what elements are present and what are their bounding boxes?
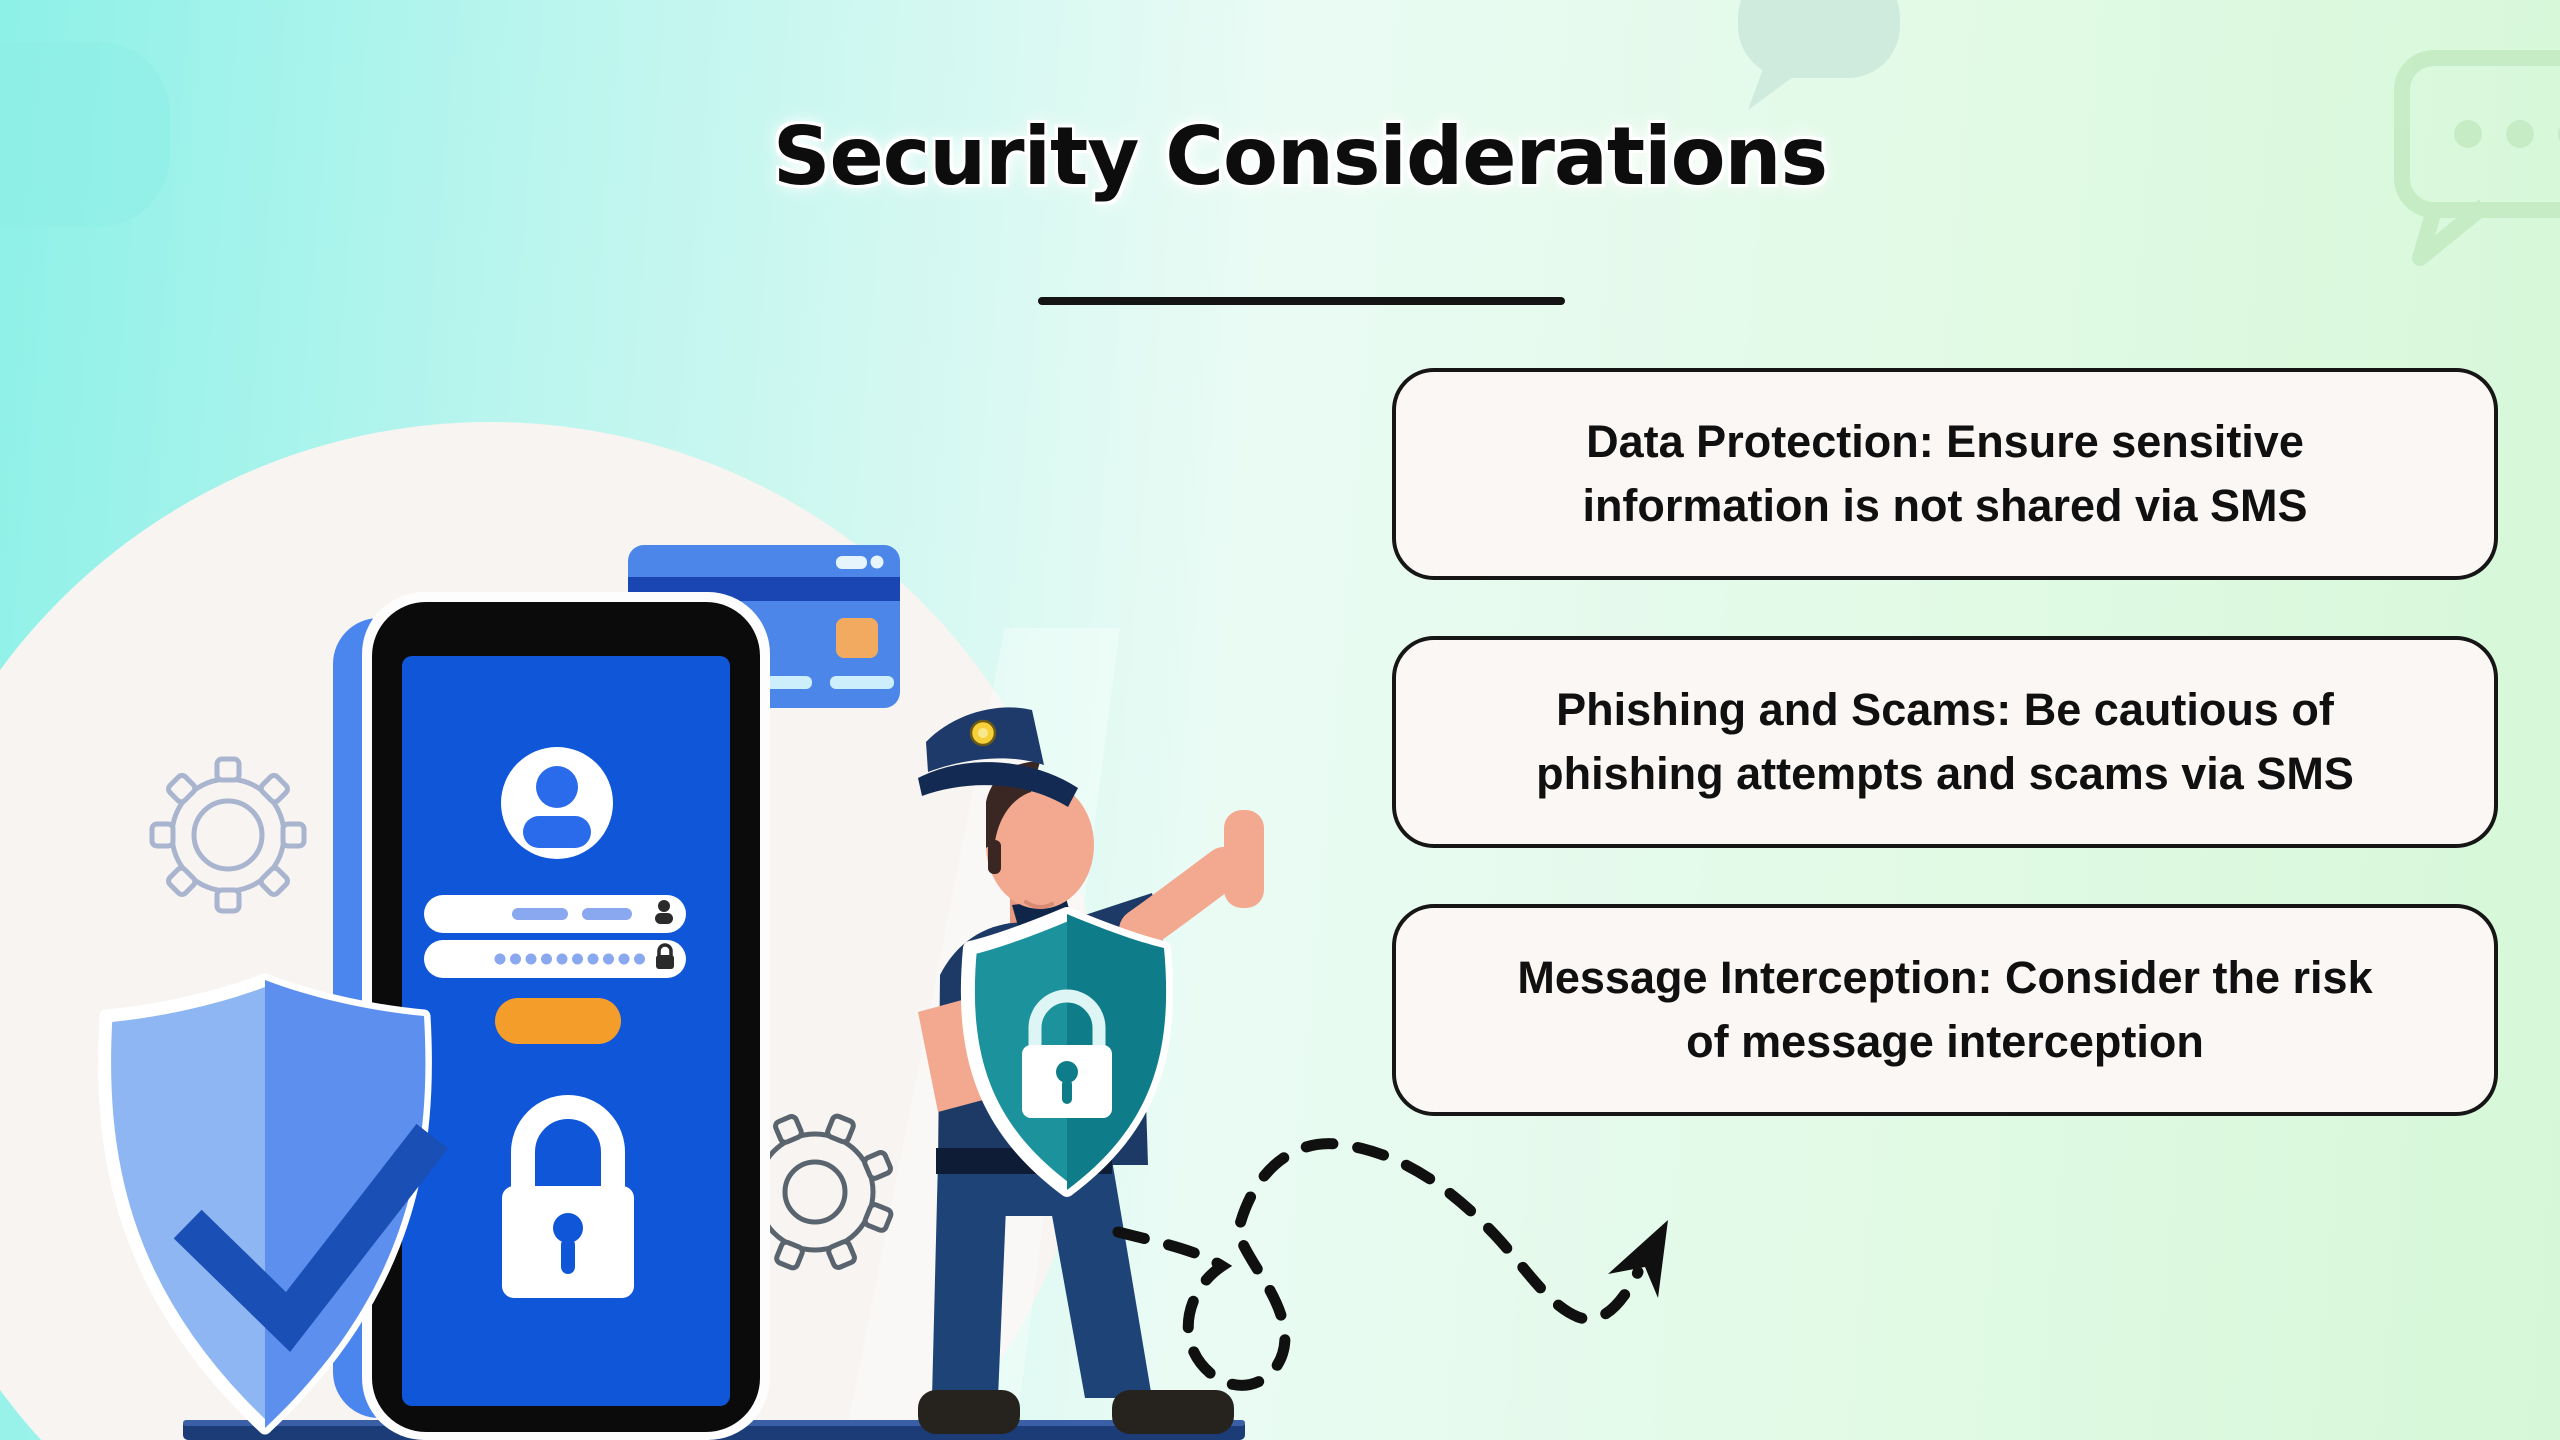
padlock-icon (502, 1095, 634, 1298)
arrowhead (1608, 1220, 1668, 1298)
page-title: Security Considerations (772, 110, 1828, 203)
officer-head (986, 781, 1094, 909)
login-button (495, 998, 621, 1044)
username-field-icon (424, 895, 686, 933)
callout-text: Message Interception: Consider the risk … (1517, 952, 2373, 1067)
officer-right-arm (1119, 847, 1245, 951)
speech-bubble-icon (1738, 0, 1900, 110)
avatar-icon (501, 747, 613, 859)
officer-hand (1224, 810, 1264, 908)
chat-bubble-icon (2394, 50, 2560, 266)
shield-check-icon (98, 973, 449, 1435)
officer-left-leg (932, 1160, 1008, 1398)
callout-message-interception: Message Interception: Consider the risk … (1392, 904, 2498, 1116)
callout-text: Phishing and Scams: Be cautious of phish… (1536, 684, 2354, 799)
teal-blob-decoration (0, 42, 170, 227)
gear-icon (149, 756, 307, 914)
callout-text: Data Protection: Ensure sensitive inform… (1582, 416, 2308, 531)
teal-shield-lock-icon (960, 907, 1174, 1197)
officer-cap-brim (918, 762, 1078, 807)
callout-phishing-scams: Phishing and Scams: Be cautious of phish… (1392, 636, 2498, 848)
callout-data-protection: Data Protection: Ensure sensitive inform… (1392, 368, 2498, 580)
title-underline (1038, 297, 1565, 305)
officer-right-shoe (1112, 1390, 1234, 1434)
officer-right-leg (1042, 1160, 1152, 1398)
officer-left-shoe (918, 1390, 1020, 1434)
dashed-arrow-icon (1112, 1138, 1668, 1391)
password-field-icon (424, 940, 686, 978)
